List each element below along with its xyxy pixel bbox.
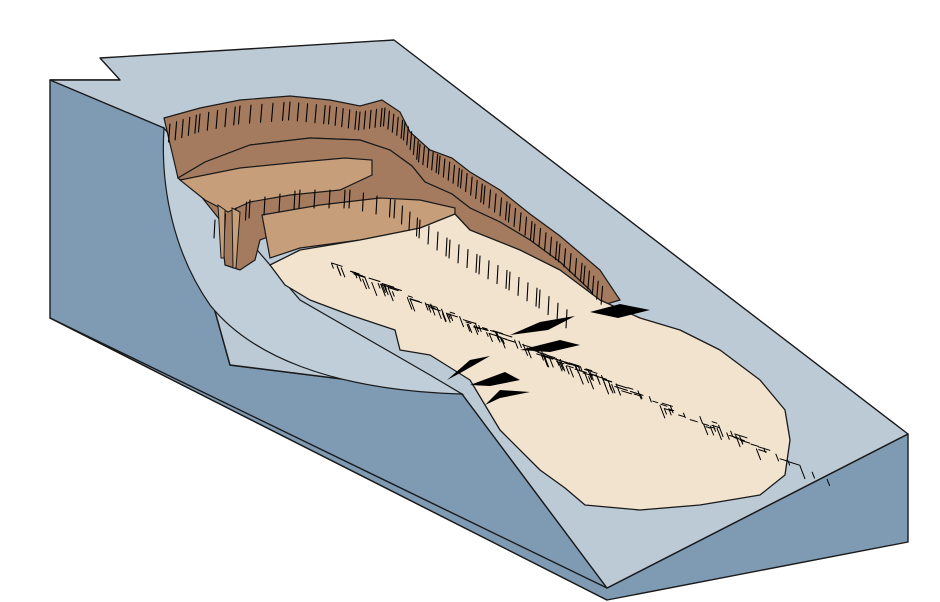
landslide-block-diagram (0, 0, 940, 602)
landslide-illustration (0, 0, 940, 602)
